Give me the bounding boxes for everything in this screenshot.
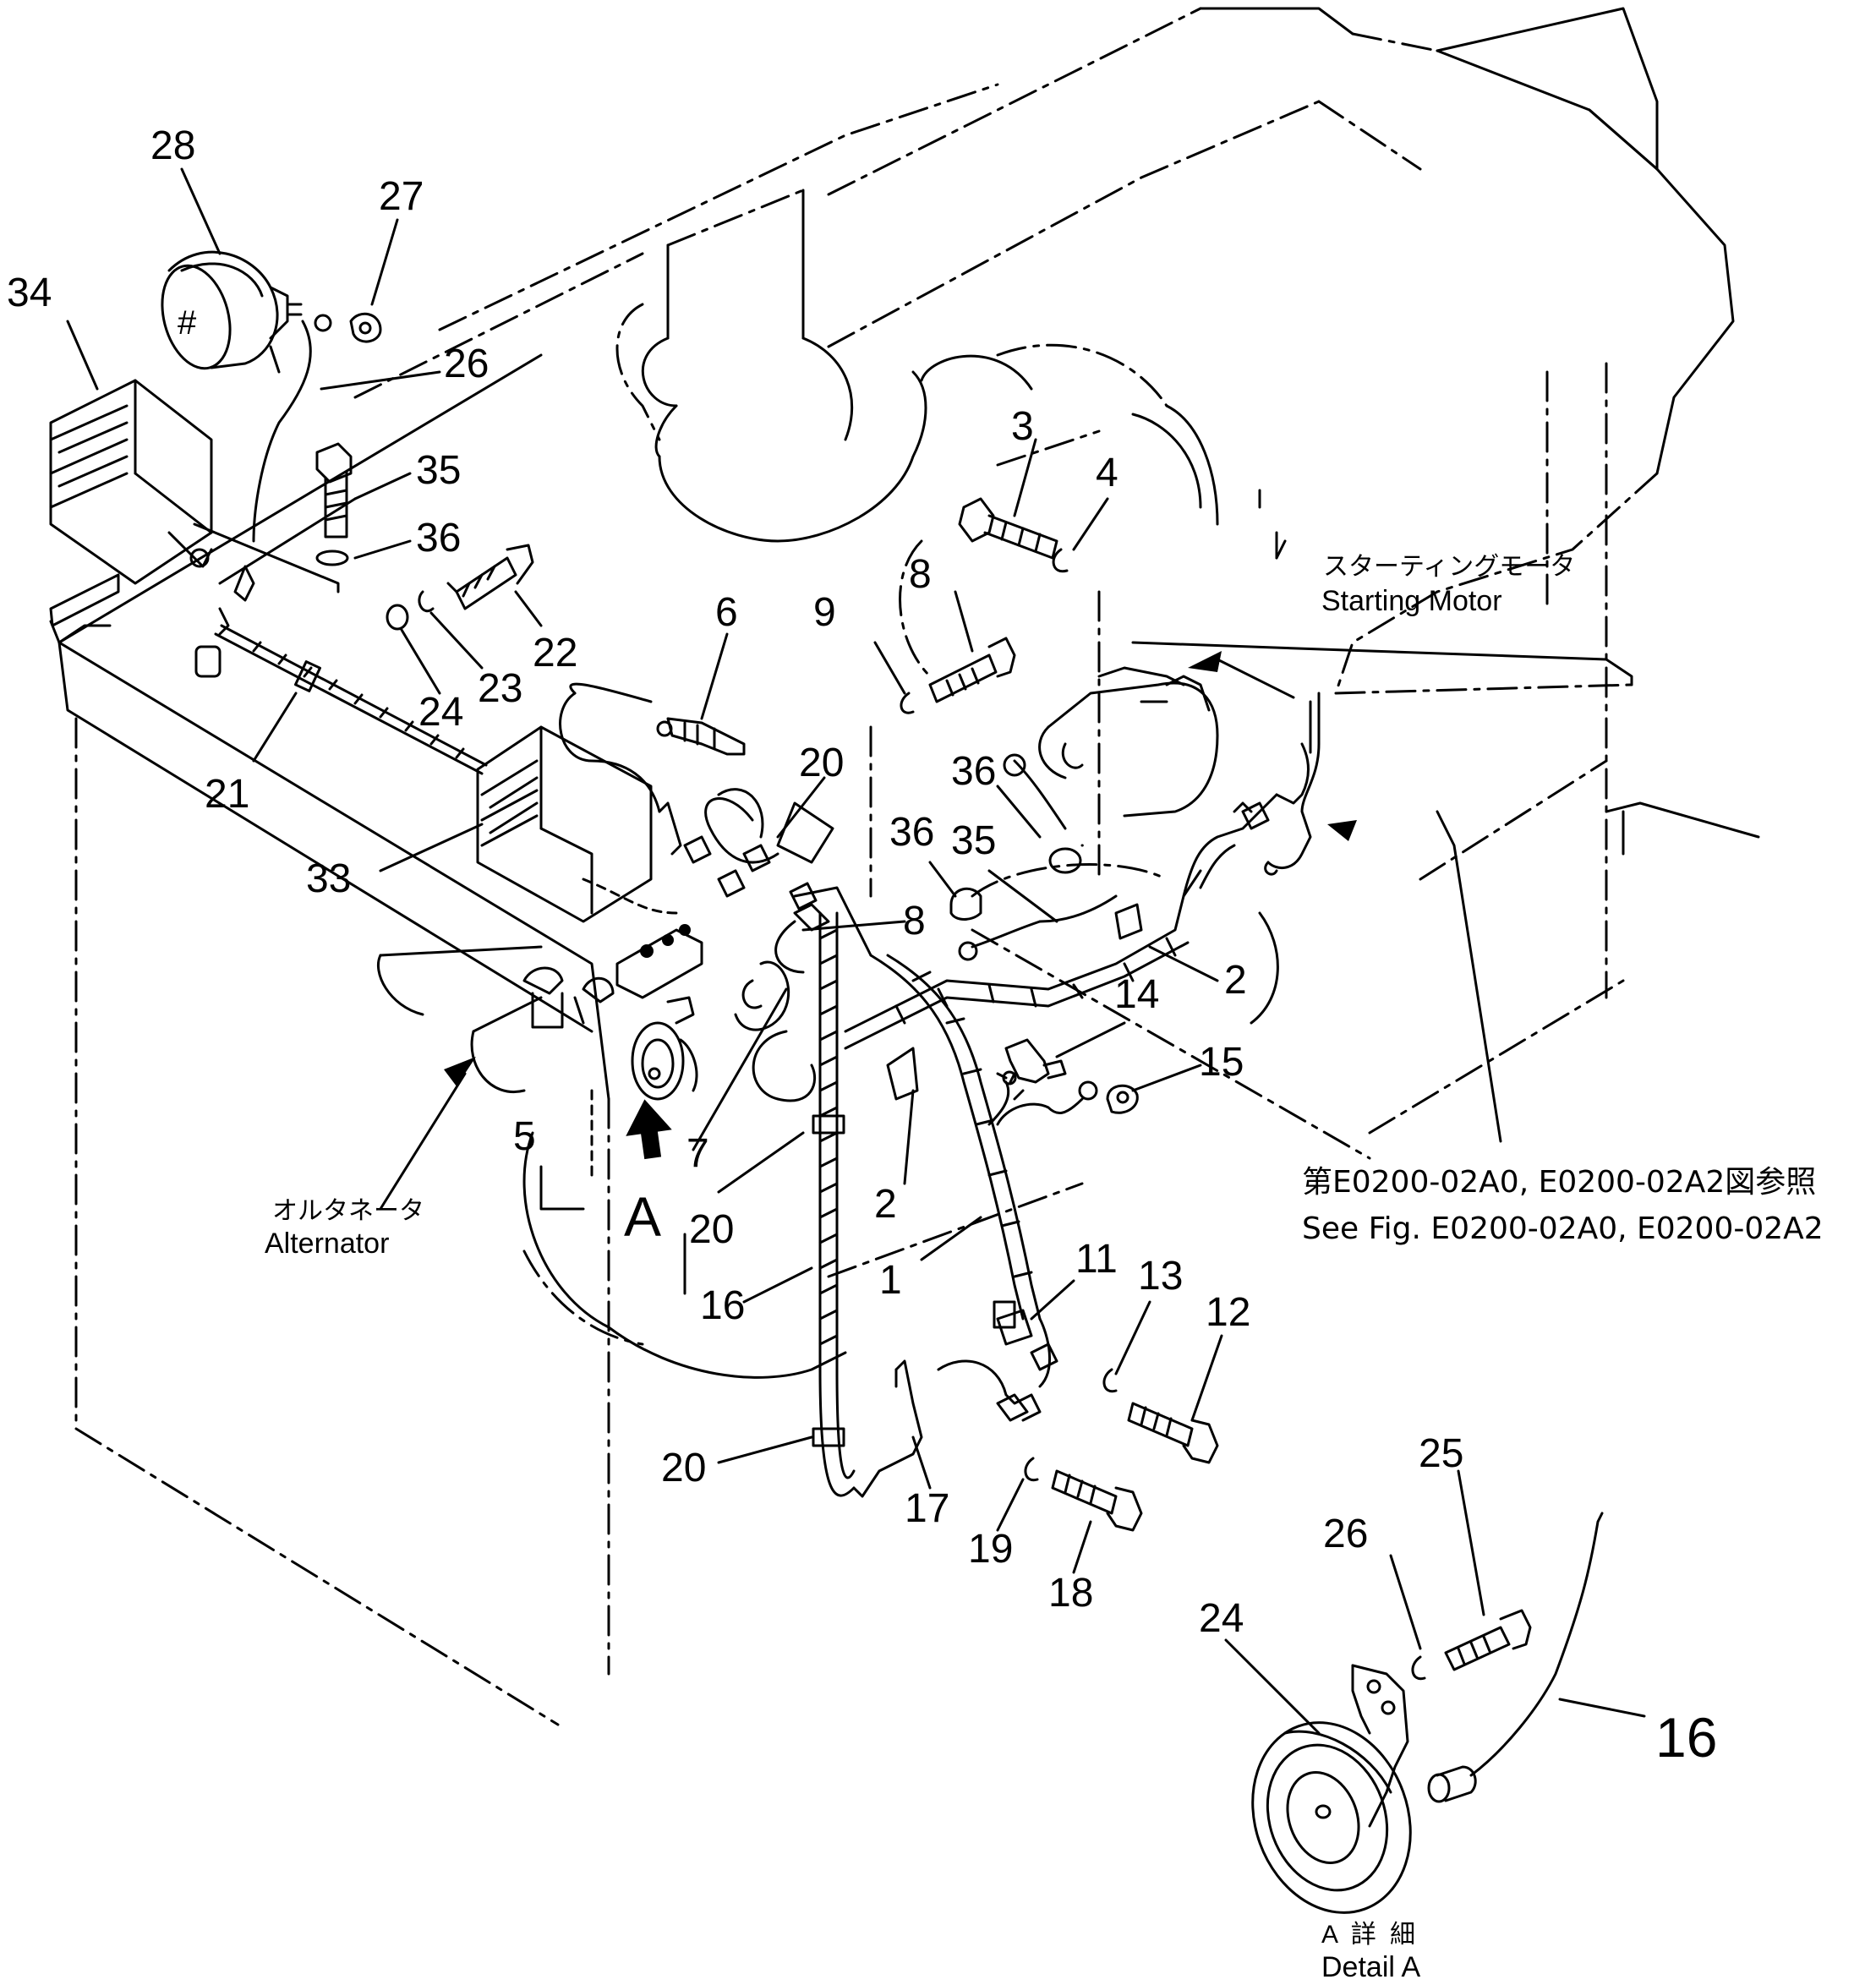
sensor-14: [996, 1038, 1067, 1085]
detail-a-label-en: Detail A: [1321, 1951, 1420, 1983]
callout-34: 36: [416, 516, 461, 561]
callout-7: 7: [686, 1131, 709, 1176]
callout-2-lower: 2: [874, 1182, 897, 1227]
clamp-7: [734, 960, 817, 1102]
washer-13: [1102, 1368, 1118, 1393]
cap-15: [1106, 1084, 1139, 1114]
callout-36-upper: 36: [951, 749, 996, 794]
callout-1: 1: [879, 1258, 902, 1303]
callout-14: 14: [1114, 972, 1159, 1017]
callout-12: 12: [1206, 1290, 1250, 1335]
callout-20-lower: 20: [661, 1446, 706, 1490]
lamp-connector: [194, 565, 255, 678]
callout-36-lower: 36: [889, 810, 934, 855]
callout-25: 22: [533, 631, 577, 675]
view-arrow-label: A: [624, 1185, 661, 1248]
detail-a-label-jp: A 詳 細: [1321, 1921, 1419, 1949]
see-fig-label-en: See Fig. E0200-02A0, E0200-02A2: [1302, 1211, 1824, 1246]
lamp-bracket-31: [476, 725, 678, 923]
washer-19: [1024, 1457, 1039, 1482]
callout-3: 3: [1011, 404, 1034, 449]
callout-9: 8: [909, 552, 932, 597]
callout-29: 27: [379, 174, 424, 219]
bolt-33: [315, 442, 353, 566]
washer-10: [900, 692, 915, 714]
callout-24: 21: [205, 772, 249, 817]
washer-26: [418, 590, 435, 612]
starting-motor: [1038, 666, 1219, 818]
clamp-20-upper: [704, 788, 834, 864]
washer-4: [1052, 548, 1069, 573]
notes: スターティングモータ Starting Motor オルタネータ Alterna…: [265, 552, 1824, 1983]
callout-27: 24: [418, 690, 463, 735]
lamp-lens-mark: #: [178, 304, 197, 342]
callout-2-right: 2: [1224, 958, 1247, 1003]
cable-35: [958, 753, 1118, 961]
view-arrow-a: [626, 1099, 672, 1160]
callout-33: 35: [416, 448, 461, 493]
starting-motor-label-en: Starting Motor: [1321, 585, 1502, 617]
callout-20-mid: 20: [689, 1207, 734, 1252]
bolt-18: [1051, 1469, 1143, 1532]
callout-8: 8: [903, 899, 926, 943]
callout-18: 18: [1048, 1571, 1093, 1616]
callout-31: 33: [306, 856, 351, 901]
see-fig-label-jp: 第E0200-02A0, E0200-02A2図参照: [1302, 1165, 1816, 1200]
washer-23: [1411, 1655, 1426, 1681]
callout-22: 25: [1419, 1431, 1463, 1476]
callout-32: 34: [7, 271, 52, 315]
callout-13: 13: [1138, 1254, 1183, 1299]
alternator-label-en: Alternator: [265, 1228, 389, 1260]
bolt-22: [1444, 1609, 1532, 1671]
harness-24: [214, 624, 488, 775]
harness-center-connectors: [658, 801, 818, 910]
callout-10: 9: [813, 590, 836, 635]
cap-36: [949, 887, 982, 921]
alternator-label-jp: オルタネータ: [272, 1196, 424, 1226]
alternator-connectors: [522, 966, 615, 1029]
callout-23: 26: [1323, 1512, 1368, 1556]
lamp-bracket-32: [49, 379, 340, 593]
starting-motor-label-jp: スターティングモータ: [1323, 552, 1575, 582]
callout-21: 24: [1199, 1596, 1244, 1641]
detail-a-horn: [1251, 1512, 1604, 1914]
bracket-outline-3-9: [899, 539, 932, 678]
callout-19: 19: [968, 1527, 1013, 1572]
bolt-9: [928, 637, 1016, 703]
bolt-3: [958, 497, 1058, 560]
nut-29: [314, 312, 382, 343]
callout-6: 6: [715, 590, 738, 635]
callout-4: 4: [1096, 451, 1118, 495]
callout-17: 17: [905, 1486, 949, 1531]
leader-lines: [66, 167, 1646, 1735]
terminal-block: [615, 924, 703, 999]
work-lamp-front: #: [161, 250, 312, 543]
washer-27: [386, 604, 409, 631]
washer-14: [1078, 1080, 1098, 1101]
horn-mounted: [631, 996, 698, 1101]
leader-arrowheads: [444, 651, 1357, 1086]
callout-26: 23: [478, 666, 522, 711]
callout-35: 35: [951, 818, 996, 863]
callout-30: 28: [150, 123, 195, 168]
callout-15: 15: [1199, 1040, 1244, 1085]
bolt-25: [446, 544, 534, 610]
main-harness-1: [774, 692, 1321, 1498]
callout-16-detail: 16: [1655, 1706, 1717, 1769]
callout-20-top: 20: [799, 741, 844, 785]
callout-11: 11: [1075, 1237, 1118, 1282]
sensor-6: [559, 682, 746, 813]
callout-5: 5: [513, 1114, 536, 1159]
callout-16: 16: [700, 1283, 745, 1328]
callout-28: 26: [444, 342, 489, 386]
callout-labels: 28 27 34 26 35 36 22 23 24 21 33 6 3 4 9…: [7, 123, 1717, 1769]
engine-outline: [49, 7, 1760, 1726]
bolt-12: [1127, 1402, 1219, 1464]
